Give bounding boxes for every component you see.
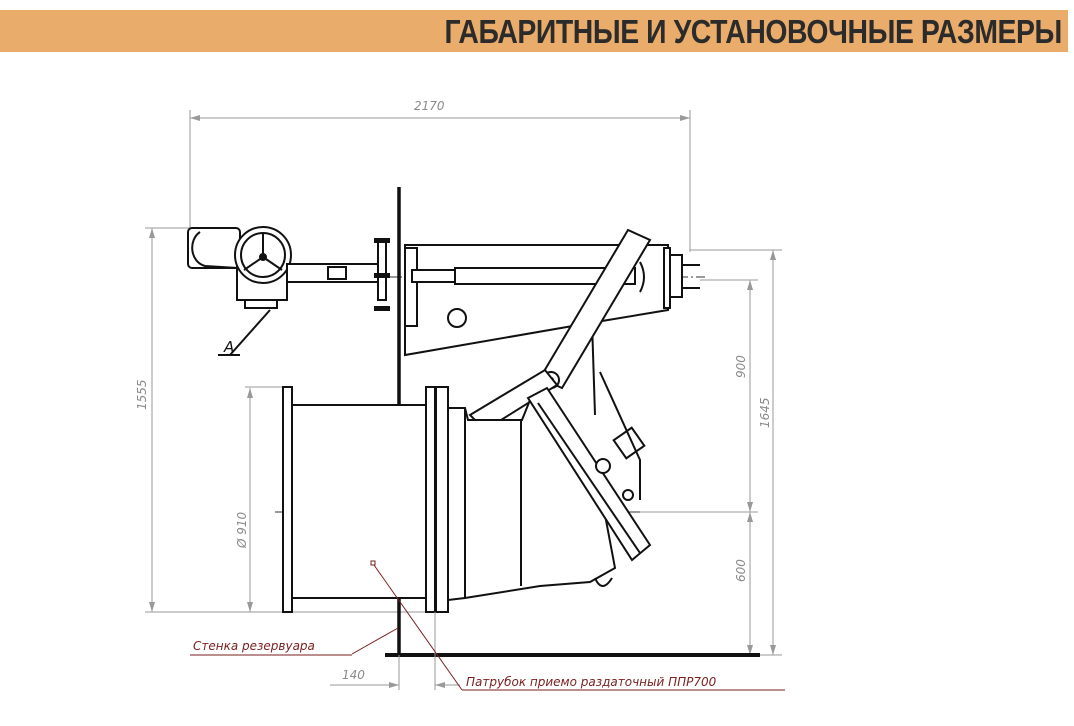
dimension-900: 900 — [700, 279, 758, 512]
dimension-text-140: 140 — [342, 668, 365, 682]
nozzle-body — [282, 371, 652, 613]
dimension-2170: 2170 — [189, 99, 691, 252]
dimension-600: 600 — [620, 511, 758, 655]
dimension-140: 140 — [330, 612, 460, 690]
view-label-a: А — [223, 338, 234, 356]
upper-housing — [404, 244, 700, 416]
nozzle-callout: Патрубок приемо раздаточный ППР700 — [370, 560, 785, 691]
dimension-text-2170: 2170 — [414, 99, 445, 113]
dimension-text-900: 900 — [734, 355, 748, 378]
actuator-drive: А — [187, 226, 390, 356]
handwheel-icon — [234, 226, 292, 284]
lever-arm — [468, 228, 652, 432]
dimension-text-600: 600 — [734, 559, 748, 582]
tank-wall-label: Стенка резервуара — [193, 639, 315, 653]
section-title: ГАБАРИТНЫЕ И УСТАНОВОЧНЫЕ РАЗМЕРЫ — [444, 13, 1063, 50]
tank-wall-callout: Стенка резервуара — [190, 627, 399, 656]
dimension-1645: 1645 — [690, 249, 782, 656]
dimension-diameter-910: Ø 910 — [235, 386, 290, 612]
dimension-text-1645: 1645 — [758, 397, 772, 428]
dimension-text-1555: 1555 — [135, 379, 149, 410]
nozzle-label: Патрубок приемо раздаточный ППР700 — [466, 675, 717, 689]
section-header: ГАБАРИТНЫЕ И УСТАНОВОЧНЫЕ РАЗМЕРЫ — [0, 10, 1068, 52]
dimension-text-910: Ø 910 — [235, 511, 249, 549]
